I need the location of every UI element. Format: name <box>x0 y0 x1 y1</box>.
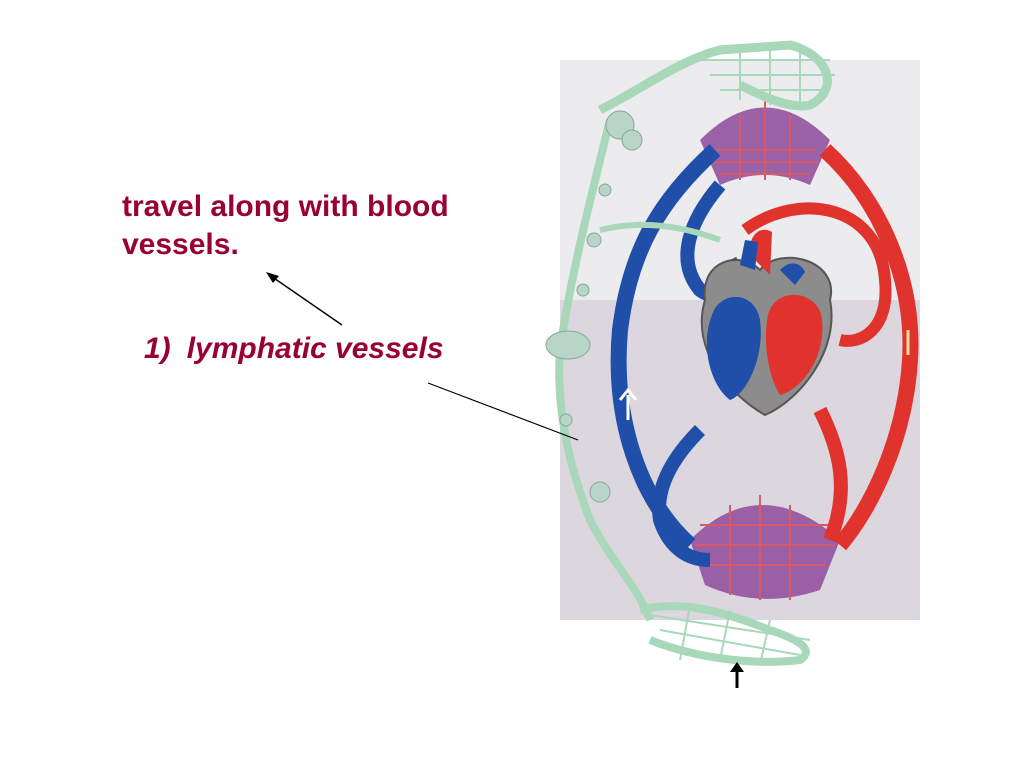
pointer-line-travel <box>267 273 343 326</box>
list-number: 1) <box>144 332 171 365</box>
pointer-line-lymph <box>427 382 579 441</box>
caption-travel-line1: travel along with blood <box>122 190 449 223</box>
caption-lymphatic: 1) lymphatic vessels <box>144 332 444 366</box>
flow-arrowhead-vein <box>618 387 638 401</box>
artery-lower-inner <box>813 406 848 543</box>
pointer-arrowhead-travel <box>266 272 279 283</box>
list-label: lymphatic vessels <box>186 332 444 365</box>
bottom-arrow-head <box>730 662 744 672</box>
lower-capillary-mesh <box>695 495 835 600</box>
lymphatic-network <box>545 40 835 666</box>
vein-lower-inner <box>652 425 711 567</box>
artery-arch <box>741 202 892 347</box>
lower-capillary-bed <box>690 505 840 599</box>
upper-capillary-mesh <box>712 100 818 180</box>
heart <box>700 229 833 417</box>
vein-left-outer <box>610 144 721 551</box>
artery-right-outer <box>819 144 919 551</box>
caption-travel: travel along with blood vessels. <box>122 188 522 264</box>
caption-travel-line2: vessels. <box>122 228 239 261</box>
